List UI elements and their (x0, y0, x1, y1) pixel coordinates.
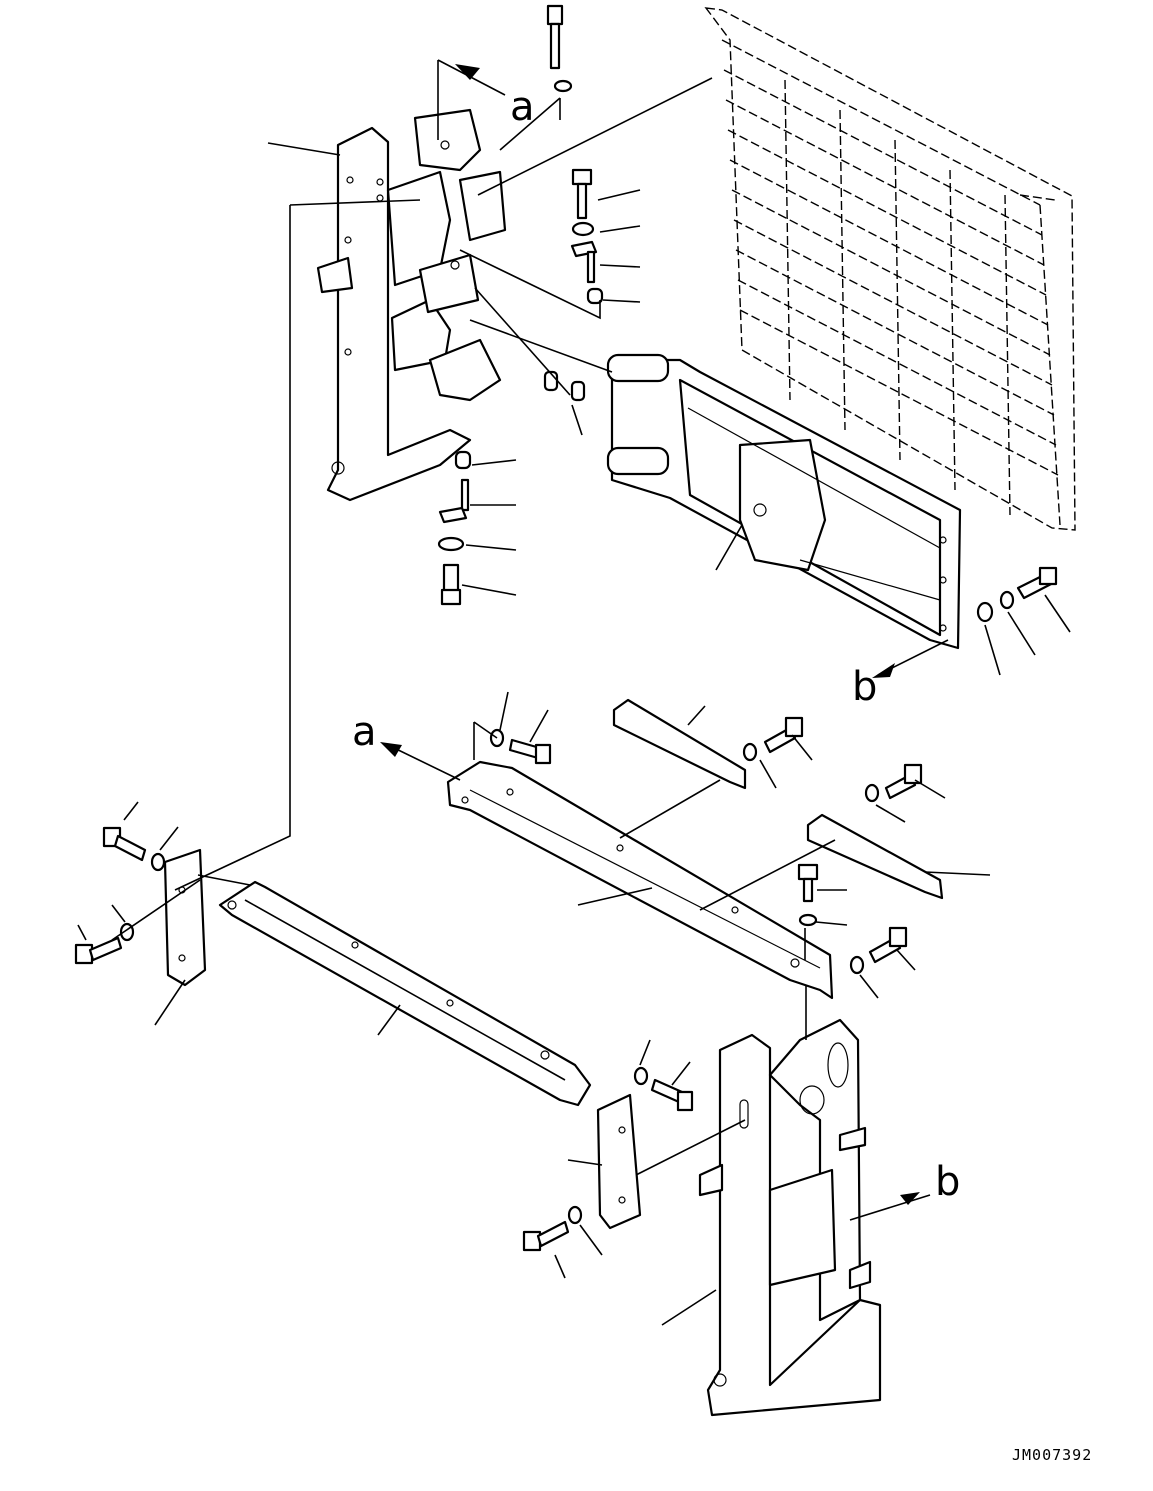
view-label-b-middle: b (852, 664, 877, 710)
view-label-a-top: a (510, 84, 535, 130)
view-label-b-bottom: b (935, 1159, 960, 1205)
fasteners (74, 4, 1058, 1252)
lower-front-rail (446, 760, 834, 1000)
leader-lines (77, 59, 1071, 1326)
radiator-screen (704, 7, 1076, 531)
lower-side-frame (698, 1018, 882, 1417)
view-label-a-middle: a (352, 709, 377, 755)
upper-side-frame (316, 108, 507, 502)
brackets (163, 698, 944, 1230)
drawing-code: JM007392 (1012, 1446, 1092, 1464)
lower-back-rail (218, 880, 592, 1107)
hinged-frame (606, 353, 962, 650)
